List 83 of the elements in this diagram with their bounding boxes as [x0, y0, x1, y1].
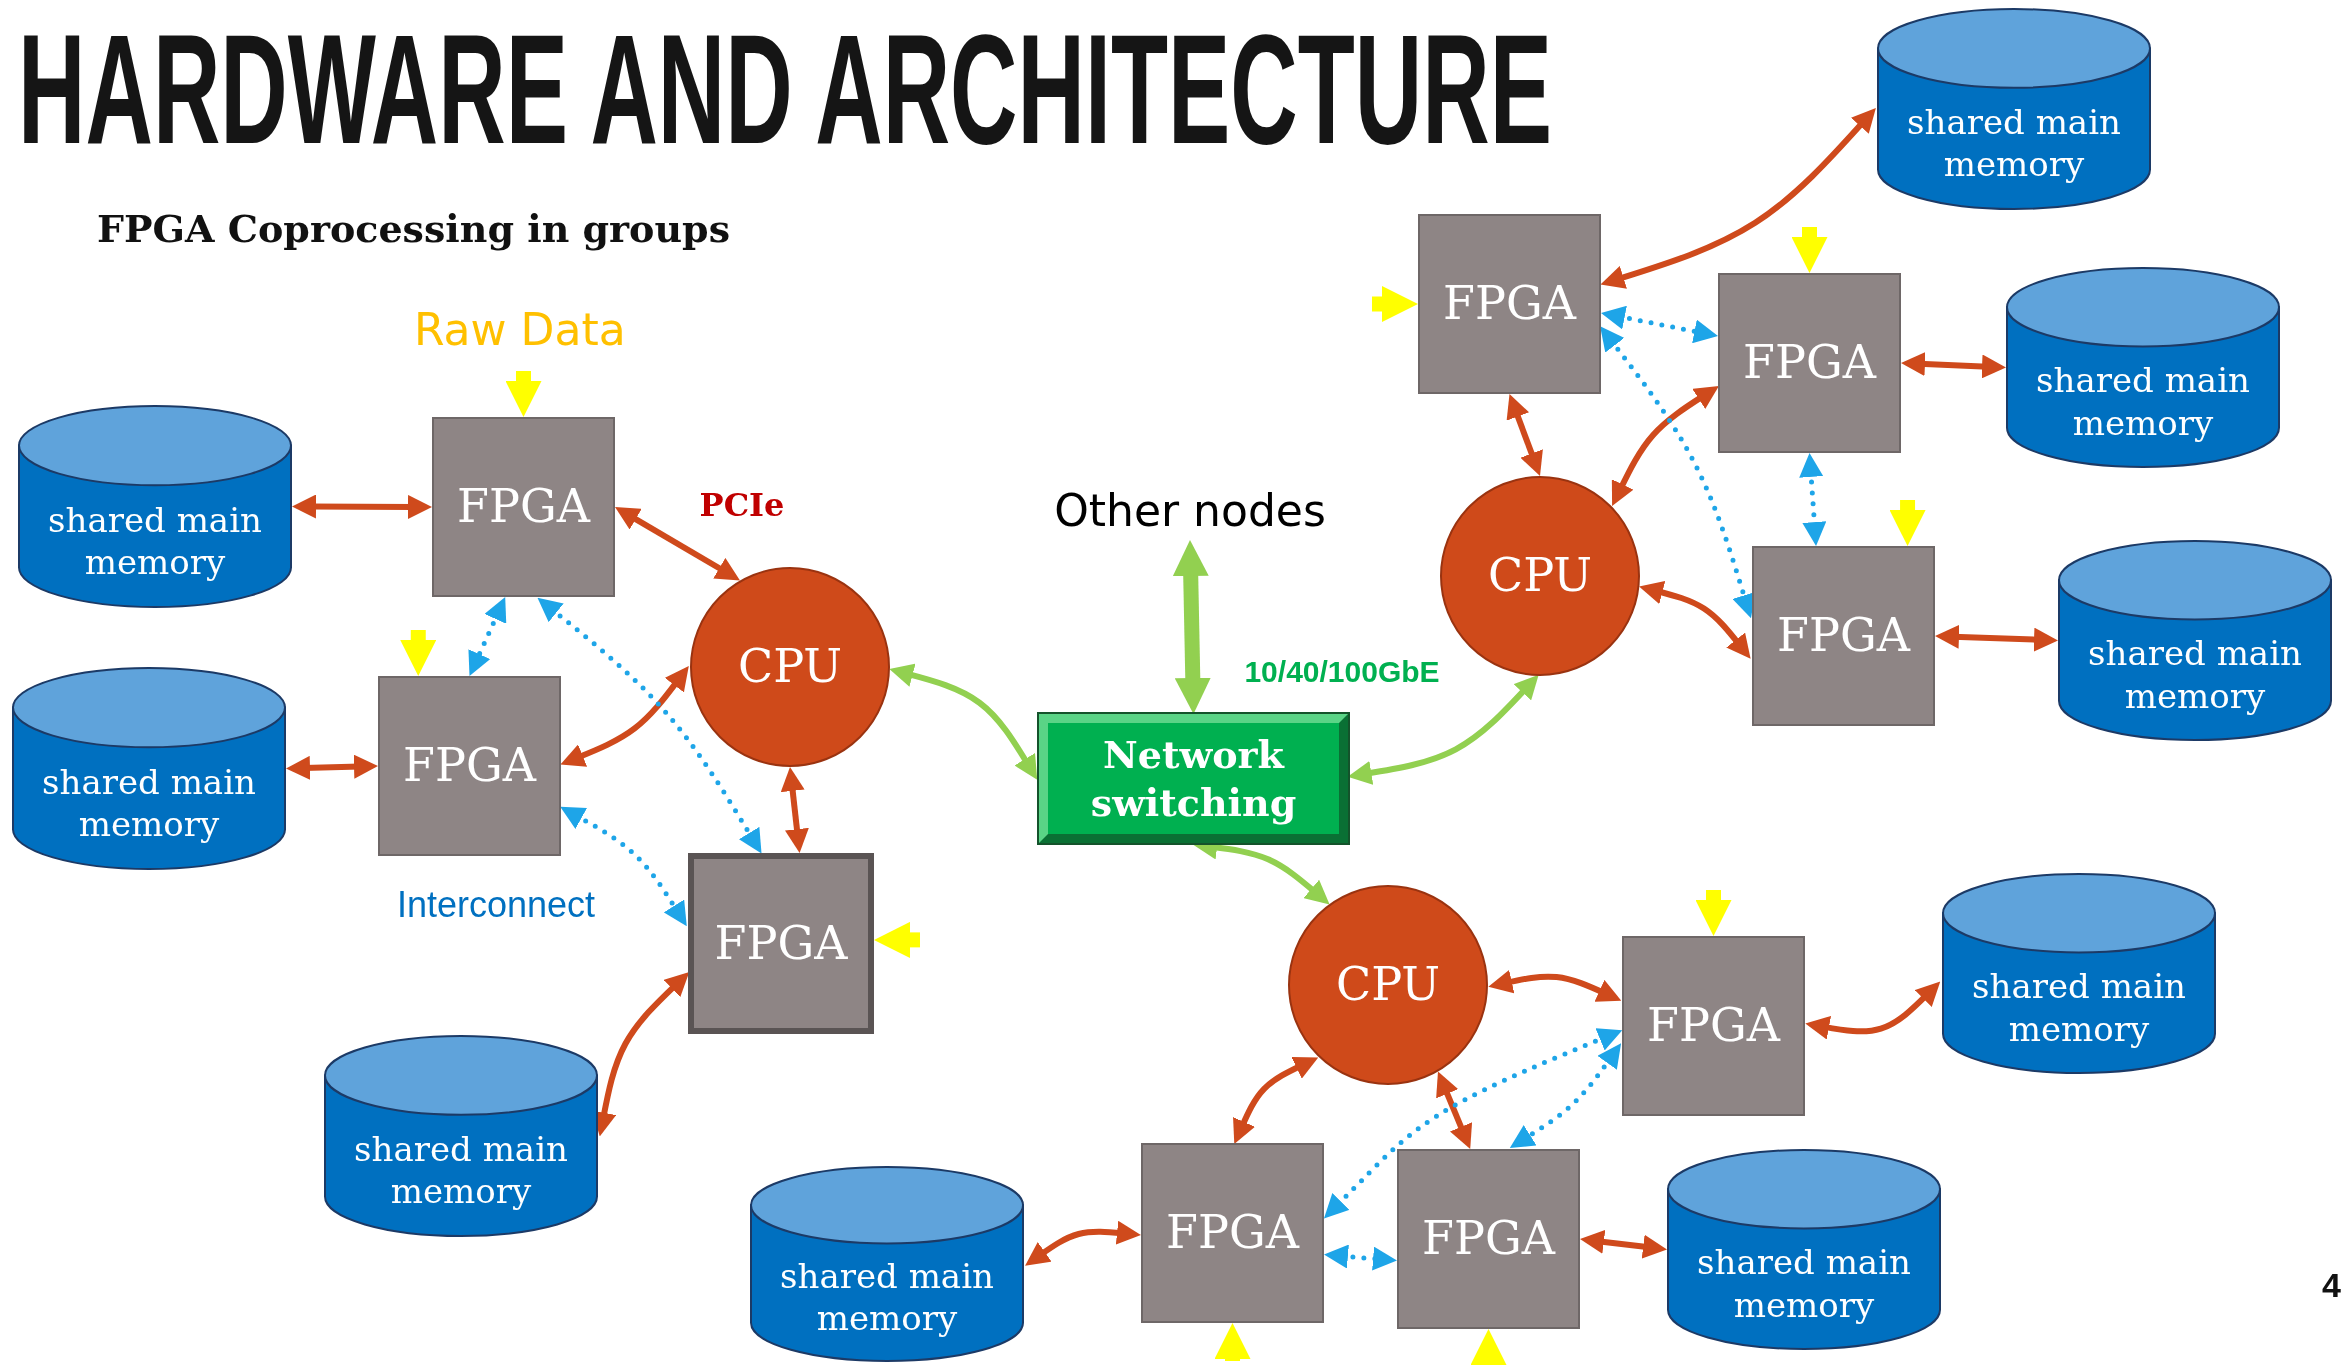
dotted-double-arrow: [560, 806, 687, 927]
fpga-box: [1752, 546, 1935, 726]
thick-arrow: [400, 630, 437, 676]
node-label: Network switching: [1089, 731, 1298, 826]
database-cylinder: [1877, 8, 2151, 210]
thick-arrow: [505, 371, 542, 417]
dotted-double-arrow: [1601, 305, 1718, 344]
node-label: CPU: [1335, 956, 1441, 1014]
database-cylinder: [2058, 540, 2332, 741]
double-arrow: [1901, 352, 2006, 379]
thick-arrow: [1695, 890, 1732, 936]
node-label: shared main memory: [779, 1254, 995, 1340]
node-label: shared main memory: [1971, 965, 2187, 1051]
fpga-box: [1141, 1143, 1324, 1323]
node-label: FPGA: [714, 914, 848, 972]
node-label: CPU: [1487, 547, 1593, 605]
fpga-box: [432, 417, 615, 597]
dotted-double-arrow: [1324, 1244, 1397, 1271]
double-arrow: [1639, 580, 1751, 659]
database-cylinder: [18, 405, 292, 608]
thick-arrow: [1889, 500, 1926, 546]
node-label: FPGA: [1743, 334, 1876, 392]
double-arrow: [1436, 1071, 1473, 1149]
double-arrow: [615, 507, 740, 581]
database-cylinder: [2006, 267, 2280, 468]
double-arrow: [1233, 1057, 1319, 1144]
thick-double-arrow: [1172, 540, 1211, 714]
double-arrow: [1805, 981, 1941, 1040]
double-arrow: [1611, 385, 1719, 507]
thick-arrow: [1470, 1329, 1507, 1365]
fpga-box: [378, 676, 561, 856]
switch-box: [1039, 714, 1348, 843]
double-arrow: [1935, 624, 2058, 652]
node-label: shared main memory: [1906, 100, 2122, 186]
fpga-box: [1397, 1149, 1580, 1329]
double-arrow: [889, 663, 1038, 780]
database-cylinder: [324, 1035, 598, 1237]
subtitle: FPGA Coprocessing in groups: [97, 206, 731, 251]
title: HARDWARE AND ARCHITECTURE: [18, 12, 1552, 167]
node-label: FPGA: [1777, 607, 1910, 665]
thick-arrow: [1214, 1323, 1251, 1361]
node-label: FPGA: [1166, 1204, 1299, 1262]
database-cylinder: [1942, 873, 2216, 1074]
node-label: shared main memory: [1696, 1241, 1912, 1327]
dotted-double-arrow: [537, 597, 762, 854]
node-label: FPGA: [1647, 997, 1780, 1055]
double-arrow: [1506, 394, 1543, 476]
double-arrow: [560, 666, 689, 767]
double-arrow: [1600, 107, 1876, 289]
database-cylinder: [750, 1166, 1024, 1362]
database-cylinder: [12, 667, 286, 870]
dotted-double-arrow: [1509, 1043, 1622, 1149]
double-arrow: [1347, 674, 1539, 785]
node-label: shared main memory: [2035, 359, 2251, 445]
thick-arrow: [1791, 227, 1828, 273]
thick-arrow: [874, 921, 920, 958]
node-label: FPGA: [457, 478, 590, 536]
fpga-box: [1718, 273, 1901, 453]
double-arrow: [1025, 1220, 1141, 1266]
node-label: FPGA: [1422, 1210, 1555, 1268]
node-label: shared main memory: [2087, 632, 2303, 718]
node-label: CPU: [737, 638, 843, 696]
double-arrow: [292, 494, 432, 519]
node-label: Other nodes: [1020, 480, 1360, 540]
dotted-double-arrow: [1799, 453, 1827, 546]
page-number: 4: [2322, 1266, 2341, 1305]
node-label: shared main memory: [41, 760, 257, 846]
database-cylinder: [1667, 1149, 1941, 1350]
double-arrow: [1488, 969, 1622, 1002]
node-label: shared main memory: [353, 1127, 569, 1213]
double-arrow: [780, 767, 809, 853]
dotted-double-arrow: [468, 597, 507, 676]
thick-arrow: [1372, 286, 1418, 322]
double-arrow: [1580, 1229, 1667, 1259]
fpga-box: [688, 853, 874, 1034]
dotted-double-arrow: [1324, 1028, 1623, 1219]
node-label: FPGA: [403, 737, 536, 795]
node-label: FPGA: [1443, 275, 1576, 333]
annotation-text: Raw Data: [414, 304, 626, 355]
double-arrow: [286, 754, 378, 780]
node-label: shared main memory: [47, 498, 263, 584]
fpga-box: [1622, 936, 1805, 1116]
fpga-box: [1418, 214, 1601, 394]
